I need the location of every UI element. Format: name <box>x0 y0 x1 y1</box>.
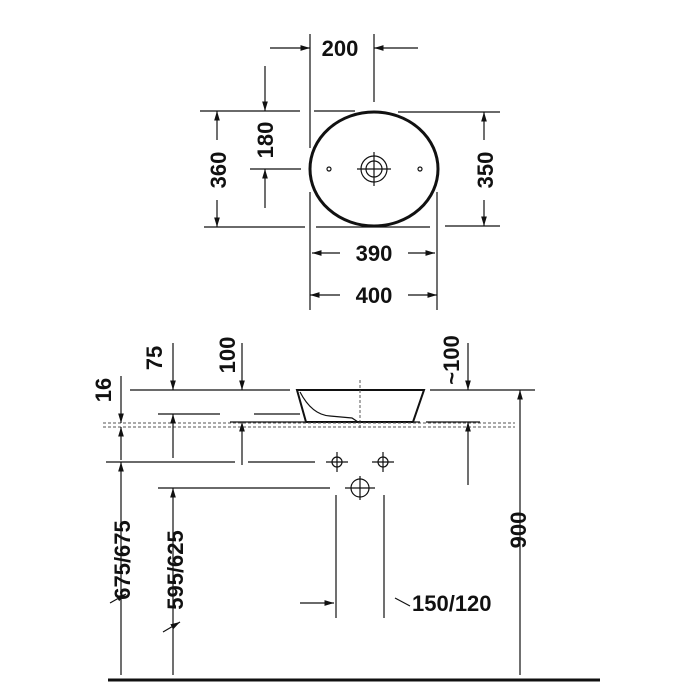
side-view: 16 75 100 ~100 900 675/675 595/625 150/1… <box>91 335 600 682</box>
tap-hole-left <box>326 166 332 172</box>
dim-180: 180 <box>253 122 278 159</box>
dim-75: 75 <box>142 346 167 370</box>
dim-595-625: 595/625 <box>163 530 188 610</box>
dim-400: 400 <box>356 283 393 308</box>
dim-approx-100: ~100 <box>439 335 464 385</box>
dim-16: 16 <box>91 378 116 402</box>
basin-outline <box>308 110 440 228</box>
top-view: 200 180 360 350 390 400 <box>200 34 500 310</box>
dim-350: 350 <box>473 152 498 189</box>
dim-100: 100 <box>215 337 240 374</box>
dim-150-120: 150/120 <box>412 591 492 616</box>
dim-200: 200 <box>322 36 359 61</box>
tap-hole-right <box>417 166 423 172</box>
dim-390: 390 <box>356 241 393 266</box>
dim-675-675: 675/675 <box>110 520 135 600</box>
dim-900: 900 <box>506 512 531 549</box>
dim-360: 360 <box>206 152 231 189</box>
